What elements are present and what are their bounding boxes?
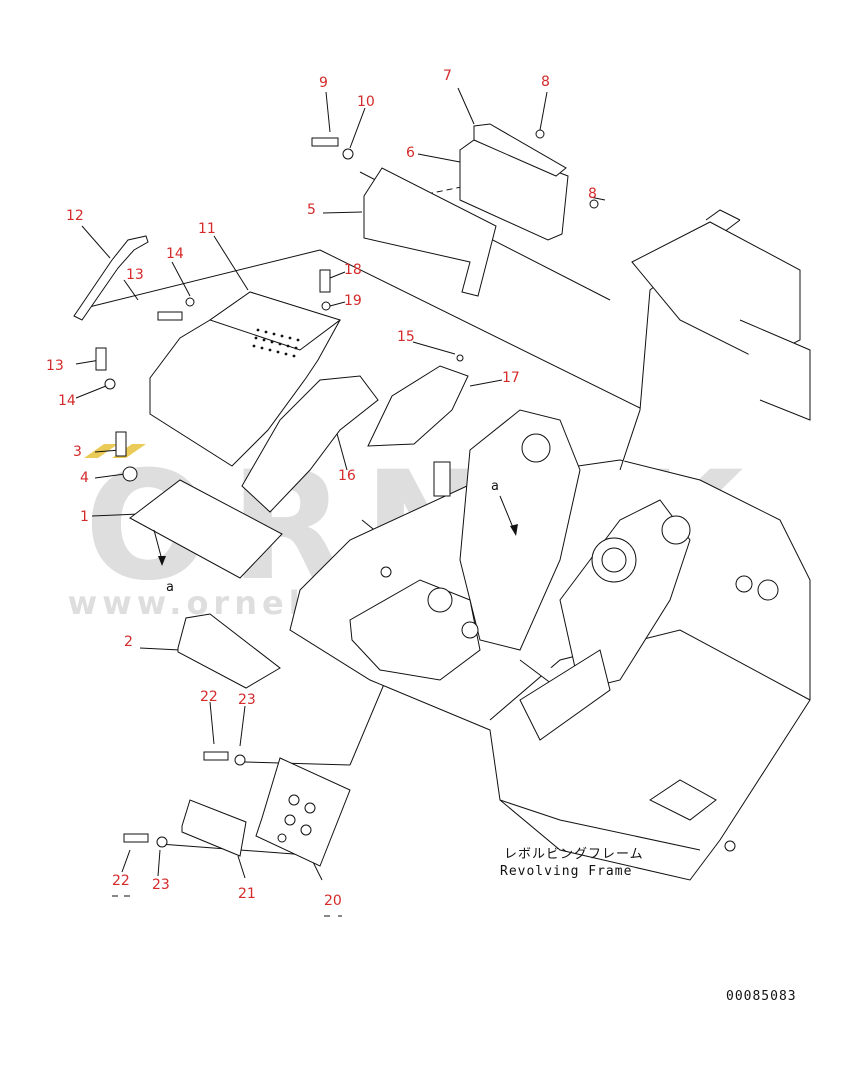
bolt-22b bbox=[123, 833, 149, 843]
part-20-holes bbox=[277, 794, 316, 843]
washer-14b bbox=[104, 378, 116, 390]
callout: 17 bbox=[502, 370, 520, 386]
bolt-3 bbox=[115, 431, 127, 457]
fasteners bbox=[95, 129, 599, 848]
callout: 5 bbox=[307, 202, 316, 218]
callout: 3 bbox=[73, 444, 82, 460]
callout-numbers: 1 2 3 4 5 6 7 8 8 9 10 11 12 13 13 14 14… bbox=[46, 68, 597, 909]
callout: 8 bbox=[541, 74, 550, 90]
callout: 21 bbox=[238, 886, 256, 902]
part-20-plate bbox=[255, 757, 351, 867]
washer-19 bbox=[321, 301, 331, 311]
callout: 22 bbox=[112, 873, 130, 889]
callout: 18 bbox=[344, 262, 362, 278]
revolving-frame bbox=[289, 209, 811, 881]
bolt-13b bbox=[95, 347, 107, 371]
callout: 2 bbox=[124, 634, 133, 650]
washer-10 bbox=[342, 148, 354, 160]
bolt-9 bbox=[311, 137, 339, 147]
callout: 23 bbox=[238, 692, 256, 708]
part-2-plate bbox=[177, 613, 281, 689]
callout: 13 bbox=[46, 358, 64, 374]
callout: 16 bbox=[338, 468, 356, 484]
callout: 8 bbox=[588, 186, 597, 202]
part-21-plate bbox=[181, 799, 247, 857]
view-marker-a: a bbox=[491, 479, 500, 494]
part-16-bracket bbox=[241, 375, 379, 513]
view-marker-a: a bbox=[166, 580, 175, 595]
part-11-cover bbox=[149, 291, 342, 467]
washer-23b bbox=[156, 836, 168, 848]
callout: 13 bbox=[126, 267, 144, 283]
watermark-accent-mark bbox=[84, 444, 146, 458]
bolt-22a bbox=[203, 751, 229, 761]
washer-23a bbox=[234, 754, 246, 766]
part-5-plate bbox=[363, 167, 497, 297]
callout: 14 bbox=[58, 393, 76, 409]
clip-15 bbox=[456, 354, 464, 362]
callout: 1 bbox=[80, 509, 89, 525]
callout: 7 bbox=[443, 68, 452, 84]
callout: 4 bbox=[80, 470, 89, 486]
callout: 20 bbox=[324, 893, 342, 909]
part-7-plate bbox=[473, 123, 567, 177]
bolt-18 bbox=[319, 269, 331, 293]
frame-label-en: Revolving Frame bbox=[500, 864, 632, 879]
callout: 19 bbox=[344, 293, 362, 309]
frame-label-jp: レボルビングフレーム bbox=[504, 847, 644, 862]
callout: 15 bbox=[397, 329, 415, 345]
reference-ticks bbox=[112, 895, 342, 917]
callout: 23 bbox=[152, 877, 170, 893]
callout: 9 bbox=[319, 75, 328, 91]
callout: 6 bbox=[406, 145, 415, 161]
bolt-13a bbox=[157, 311, 183, 321]
view-markers: a a bbox=[153, 479, 518, 595]
part-1-plate bbox=[129, 479, 283, 579]
callout: 14 bbox=[166, 246, 184, 262]
callout: 12 bbox=[66, 208, 84, 224]
part-12-lever bbox=[73, 235, 149, 321]
callout: 11 bbox=[198, 221, 216, 237]
washer-14a bbox=[185, 297, 195, 307]
callout: 22 bbox=[200, 689, 218, 705]
callout: 10 bbox=[357, 94, 375, 110]
washer-4 bbox=[122, 466, 138, 482]
part-17-bracket bbox=[367, 365, 469, 447]
nut-8b bbox=[589, 199, 599, 209]
nut-8a bbox=[535, 129, 545, 139]
drawing-number: 00085083 bbox=[726, 989, 797, 1004]
